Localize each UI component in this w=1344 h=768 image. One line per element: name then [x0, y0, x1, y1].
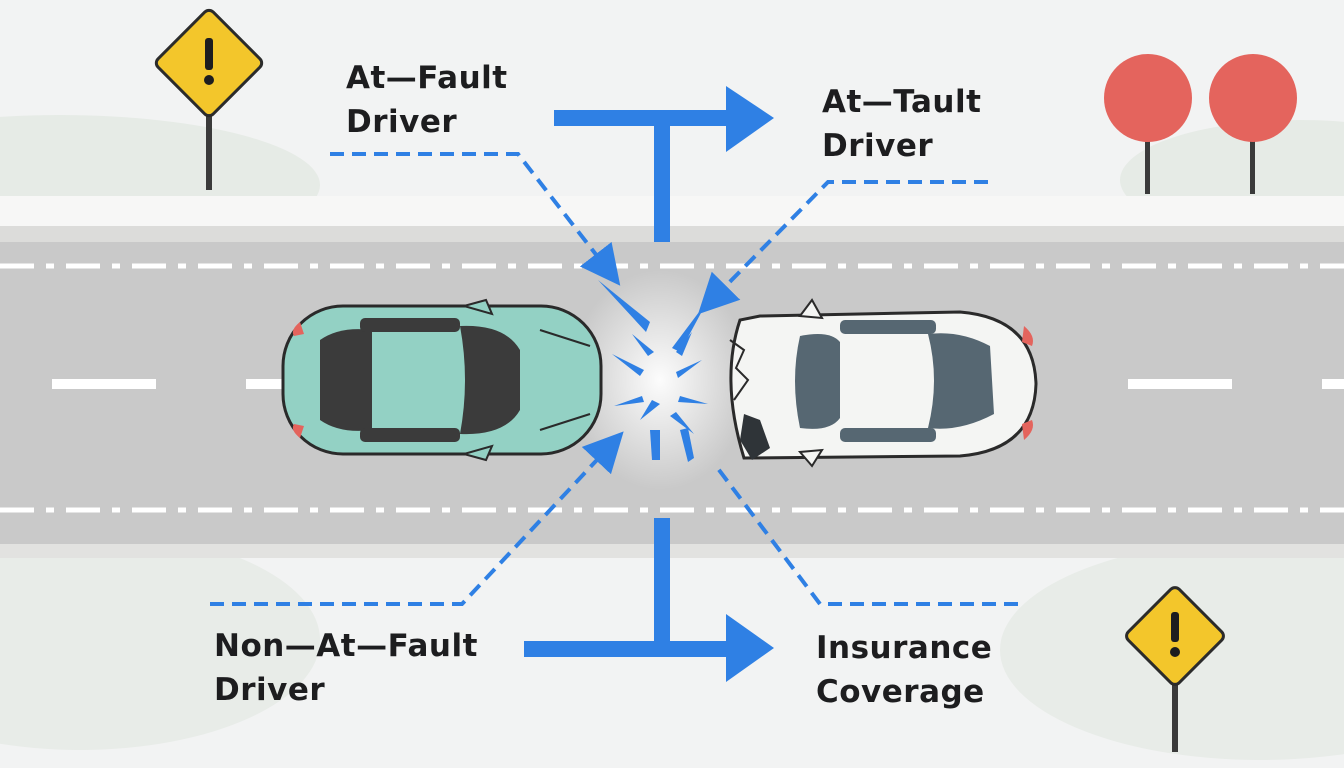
label-non-at-fault-driver: Non—At—Fault Driver [214, 628, 478, 708]
top-curb [0, 226, 1344, 242]
center-dashes [52, 379, 1344, 389]
teal-car-icon [281, 298, 603, 462]
red-sign-icon [1104, 54, 1192, 194]
top-sidewalk [0, 196, 1344, 226]
label-insurance-coverage: Insurance Coverage [816, 630, 993, 710]
warning-sign-icon [154, 8, 264, 190]
label-at-tault-driver: At—Tault Driver [822, 84, 982, 164]
leader-top-left [330, 152, 621, 286]
impact-burst-icon [598, 280, 708, 462]
leader-bottom-left [210, 431, 624, 606]
white-car-icon [729, 298, 1038, 468]
top-connector-arrow [554, 86, 774, 242]
leader-top-right [697, 180, 988, 315]
bottom-curb [0, 544, 1344, 558]
leader-bottom-right [714, 464, 1018, 606]
red-sign-icon [1209, 54, 1297, 194]
label-at-fault-driver: At—Fault Driver [346, 60, 508, 140]
bottom-connector-arrow [524, 518, 774, 682]
warning-sign-icon [1125, 586, 1225, 752]
